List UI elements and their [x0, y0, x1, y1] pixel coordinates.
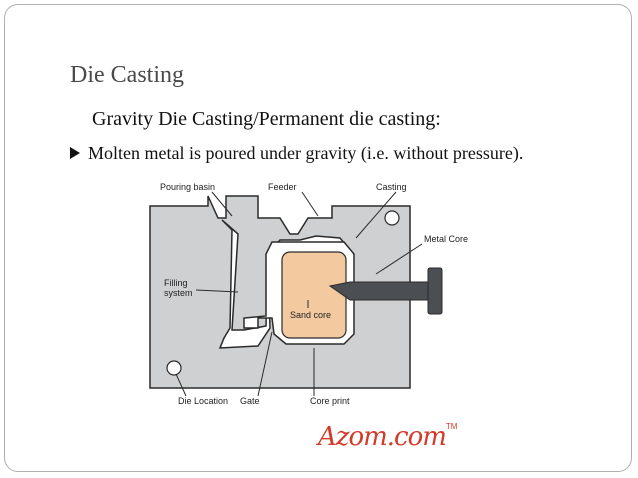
bullet-item: Molten metal is poured under gravity (i.… — [70, 142, 540, 164]
arrow-pouring-basin — [211, 191, 233, 217]
label-filling-system-2: system — [164, 288, 193, 298]
label-sand-core: Sand core — [290, 310, 331, 320]
label-pouring-basin: Pouring basin — [160, 182, 215, 192]
arrow-feeder — [301, 191, 319, 217]
die-location-hole — [166, 360, 182, 376]
arrow-filling-system — [195, 289, 239, 293]
arrow-gate — [257, 331, 273, 397]
label-feeder: Feeder — [268, 182, 297, 192]
label-core-print: Core print — [310, 396, 350, 406]
arrow-metal-core — [375, 243, 423, 275]
sand-core — [281, 251, 347, 339]
azom-logo: Azom.comTM — [318, 422, 457, 452]
label-die-location: Die Location — [178, 396, 228, 406]
metal-core-handle — [427, 267, 443, 315]
slide-subtitle: Gravity Die Casting/Permanent die castin… — [92, 108, 441, 130]
label-metal-core: Metal Core — [424, 234, 468, 244]
die-location-hole — [384, 210, 400, 226]
label-filling-system-1: Filling — [164, 278, 188, 288]
slide-frame — [4, 4, 632, 472]
arrow-casting — [355, 191, 397, 239]
die-casting-diagram: Pouring basin Feeder Casting Metal Core … — [149, 182, 468, 406]
slide-title: Die Casting — [70, 62, 184, 88]
bullet-text: Molten metal is poured under gravity (i.… — [88, 143, 524, 163]
bullet-arrow-icon — [70, 147, 80, 159]
logo-text: Azom.com — [318, 422, 447, 452]
logo-tm: TM — [445, 422, 458, 431]
label-gate: Gate — [240, 396, 260, 406]
label-casting: Casting — [376, 182, 407, 192]
arrow-die-location — [175, 373, 187, 397]
